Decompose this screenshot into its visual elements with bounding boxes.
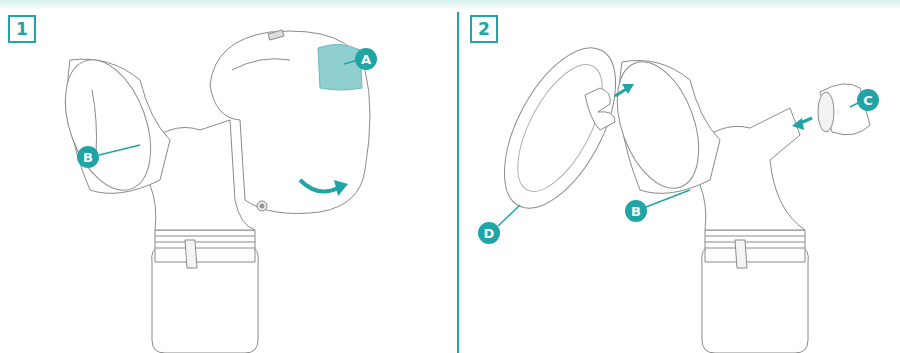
callout-letter-text: C bbox=[863, 93, 873, 108]
panel-number: 1 bbox=[8, 15, 36, 43]
panel-number-text: 1 bbox=[16, 19, 28, 39]
rotate-arrow-head bbox=[334, 180, 348, 196]
callout-letter-text: A bbox=[361, 52, 371, 67]
callout-letter-text: B bbox=[631, 204, 641, 219]
pump-assembled bbox=[49, 30, 370, 353]
rotate-arrow bbox=[300, 180, 338, 192]
callout-letter: C bbox=[857, 89, 879, 111]
callout-letter-text: D bbox=[484, 226, 495, 241]
panel-number-text: 2 bbox=[478, 19, 490, 39]
callout-letter: D bbox=[478, 222, 500, 244]
leader-line bbox=[99, 145, 140, 155]
assembly-arrow-head bbox=[792, 118, 804, 130]
panel-divider bbox=[457, 12, 459, 353]
callout-letter-text: B bbox=[83, 150, 93, 165]
callout-letter: B bbox=[77, 146, 99, 168]
pump-exploded bbox=[482, 31, 870, 353]
callout-letter: B bbox=[625, 200, 647, 222]
callout-letter: A bbox=[355, 48, 377, 70]
top-band bbox=[0, 0, 900, 10]
leader-line bbox=[498, 205, 520, 226]
leader-line bbox=[646, 190, 690, 207]
assembly-arrow-head bbox=[622, 84, 634, 94]
panel-number: 2 bbox=[470, 15, 498, 43]
